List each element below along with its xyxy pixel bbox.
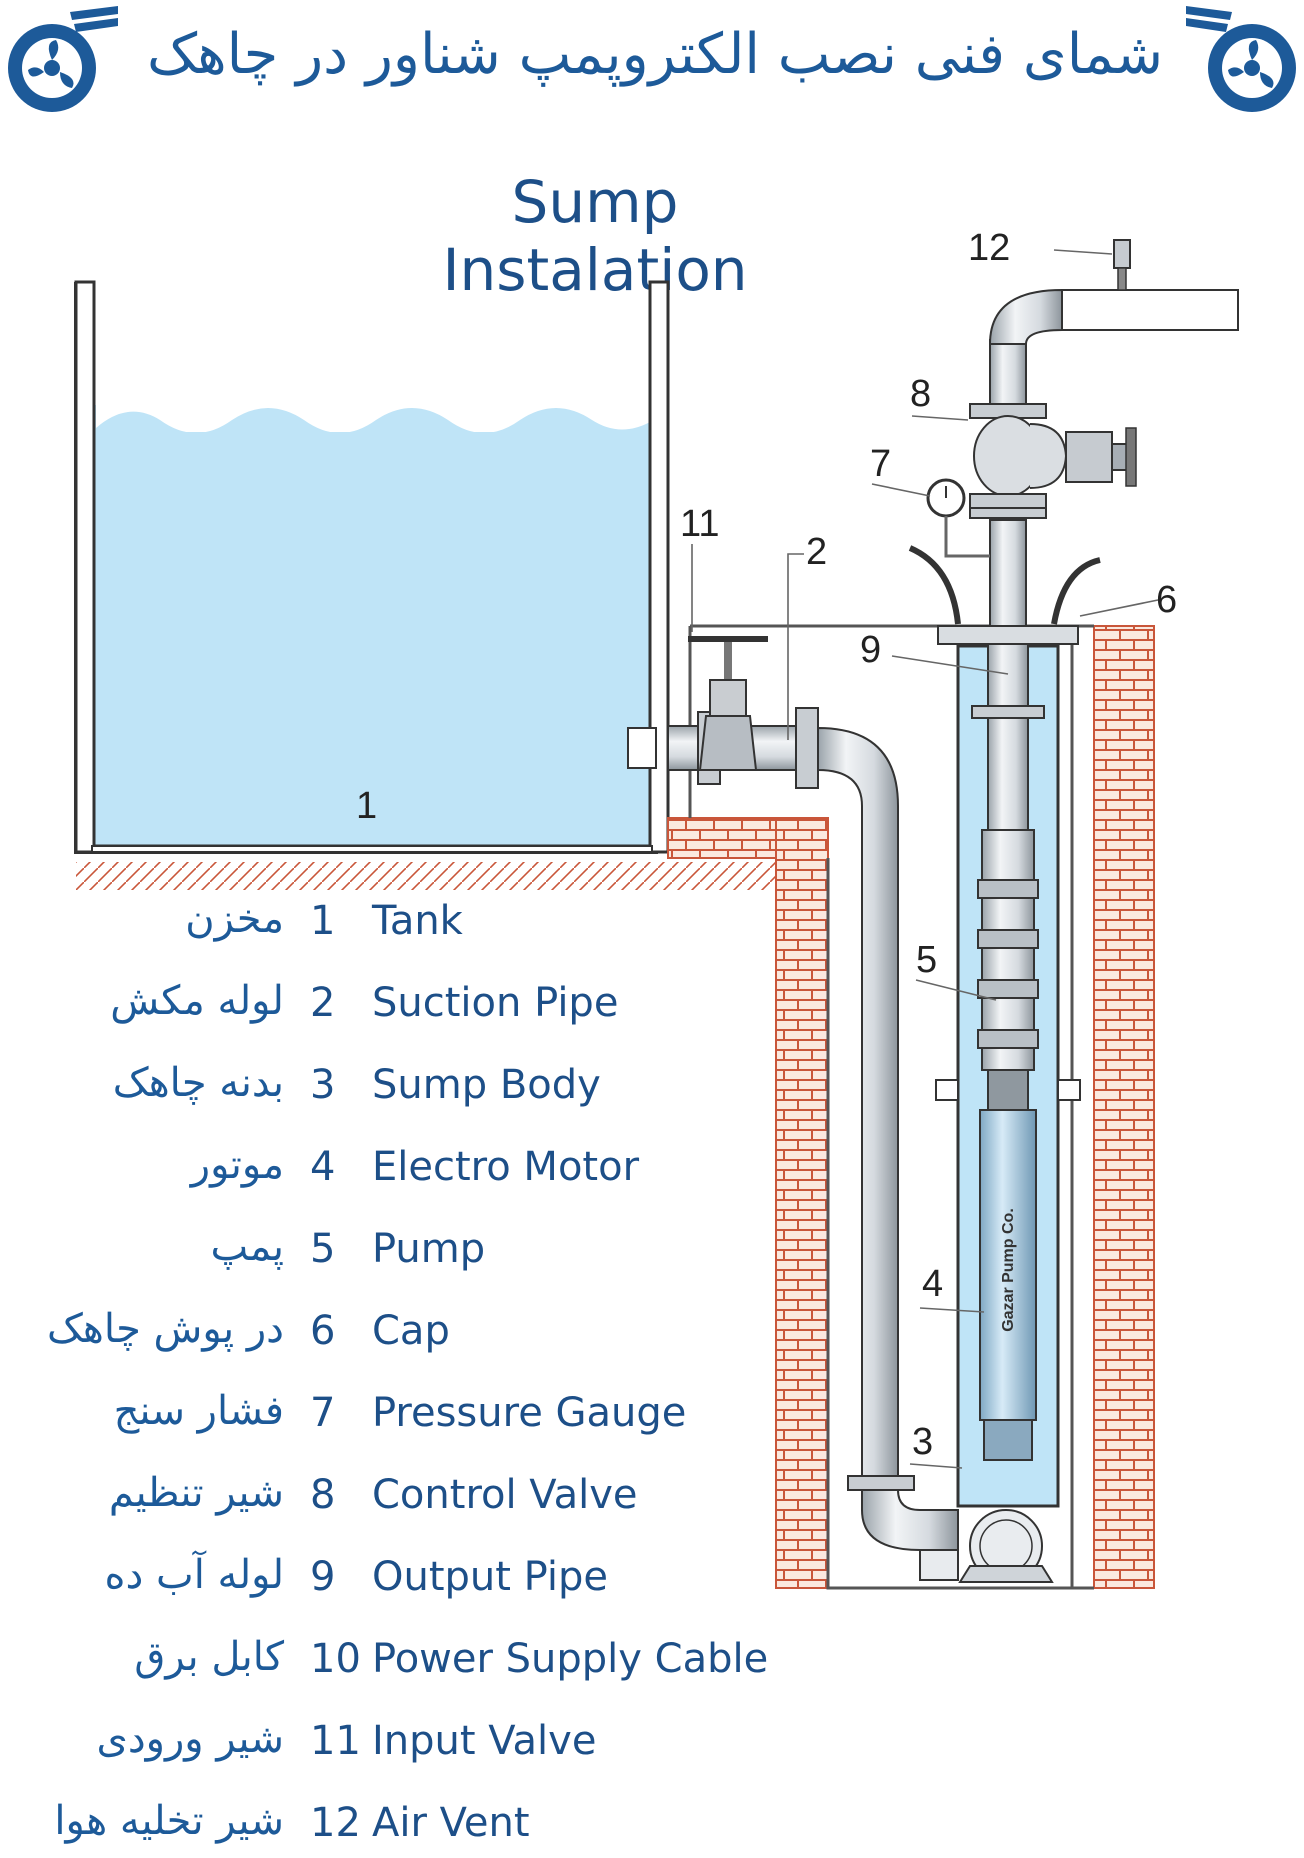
fan-logo-icon — [8, 6, 118, 112]
callout-4: 4 — [922, 1263, 943, 1305]
callout-7: 7 — [870, 443, 891, 485]
legend-label-fa: شیر ورودی — [96, 1716, 284, 1762]
legend-label-fa: کابل برق — [134, 1634, 284, 1680]
legend-item: شیر ورودی 11 Input Valve — [0, 1716, 780, 1776]
legend-label-fa: پمپ — [210, 1224, 284, 1270]
callout-6: 6 — [1156, 579, 1177, 621]
legend-item: مخزن 1 Tank — [0, 896, 780, 956]
legend-number: 5 — [310, 1226, 336, 1272]
power-cable-right — [1051, 557, 1101, 625]
callout-8: 8 — [910, 373, 931, 415]
legend-label-en: Input Valve — [372, 1718, 597, 1764]
ground-hatch — [76, 862, 776, 890]
pump — [977, 829, 1039, 1111]
sump-brick-walls — [667, 624, 1155, 1590]
legend-number: 8 — [310, 1472, 336, 1518]
legend-item: پمپ 5 Pump — [0, 1224, 780, 1284]
legend-item: شیر تنظیم 8 Control Valve — [0, 1470, 780, 1530]
legend-label-en: Sump Body — [372, 1062, 601, 1108]
legend-number: 3 — [310, 1062, 336, 1108]
callout-5: 5 — [916, 939, 937, 981]
legend-label-fa: لوله آب ده — [104, 1552, 284, 1598]
legend-label-en: Electro Motor — [372, 1144, 640, 1190]
motor-brand-label: Gazar Pump Co. — [1000, 1208, 1017, 1332]
page-title-english: Sump Instalation — [442, 168, 748, 304]
legend-number: 7 — [310, 1390, 336, 1436]
pressure-gauge — [926, 478, 990, 558]
callout-9: 9 — [860, 629, 881, 671]
legend-label-en: Suction Pipe — [372, 980, 619, 1026]
legend-label-fa: شیر تخلیه هوا — [54, 1798, 284, 1844]
legend-item: موتور 4 Electro Motor — [0, 1142, 780, 1202]
legend-number: 9 — [310, 1554, 336, 1600]
legend-item: بدنه چاهک 3 Sump Body — [0, 1060, 780, 1120]
legend-label-en: Cap — [372, 1308, 450, 1354]
outlet-elbow — [988, 288, 1239, 405]
legend-number: 11 — [310, 1718, 361, 1764]
legend-label-fa: در پوش چاهک — [47, 1306, 284, 1352]
legend-label-en: Output Pipe — [372, 1554, 609, 1600]
legend-number: 12 — [310, 1800, 361, 1846]
callout-1: 1 — [356, 785, 377, 827]
leader-lines — [691, 249, 1159, 1469]
legend-label-fa: فشار سنج — [113, 1388, 284, 1434]
legend-item: کابل برق 10 Power Supply Cable — [0, 1634, 780, 1694]
legend-label-fa: مخزن — [185, 896, 284, 942]
callout-2: 2 — [806, 531, 827, 573]
electro-motor: Gazar Pump Co. — [979, 1109, 1037, 1461]
legend-item: فشار سنج 7 Pressure Gauge — [0, 1388, 780, 1448]
legend-item: در پوش چاهک 6 Cap — [0, 1306, 780, 1366]
callout-12: 12 — [968, 227, 1010, 269]
legend-number: 10 — [310, 1636, 361, 1682]
input-valve — [688, 636, 768, 771]
discharge-riser — [969, 503, 1047, 627]
legend-label-fa: موتور — [190, 1142, 284, 1188]
legend-item: لوله آب ده 9 Output Pipe — [0, 1552, 780, 1612]
legend-item: لوله مکش 2 Suction Pipe — [0, 978, 780, 1038]
control-valve — [969, 403, 1137, 509]
legend-label-en: Control Valve — [372, 1472, 638, 1518]
legend-number: 4 — [310, 1144, 336, 1190]
legend-label-en: Pump — [372, 1226, 486, 1272]
legend-label-fa: بدنه چاهک — [112, 1060, 284, 1106]
fan-logo-icon — [1186, 6, 1296, 112]
legend-number: 1 — [310, 898, 336, 944]
legend-label-en: Pressure Gauge — [372, 1390, 687, 1436]
callout-3: 3 — [912, 1421, 933, 1463]
legend-label-en: Tank — [372, 898, 463, 944]
power-cable-left — [908, 545, 961, 625]
air-vent — [1113, 239, 1131, 291]
bottom-flange — [958, 1509, 1054, 1583]
callout-11: 11 — [680, 503, 719, 545]
legend-label-en: Air Vent — [372, 1800, 530, 1846]
legend-label-fa: لوله مکش — [110, 978, 284, 1024]
legend-number: 2 — [310, 980, 336, 1026]
legend-label-en: Power Supply Cable — [372, 1636, 769, 1682]
legend-label-fa: شیر تنظیم — [108, 1470, 284, 1516]
legend-item: شیر تخلیه هوا 12 Air Vent — [0, 1798, 780, 1858]
sump-cap — [937, 625, 1079, 645]
legend-number: 6 — [310, 1308, 336, 1354]
tank — [74, 280, 670, 854]
page-title-persian: شمای فنی نصب الکتروپمپ شناور در چاهک — [146, 22, 1164, 87]
callout-labels: 1 2 3 4 5 6 7 8 9 11 12 — [356, 227, 1177, 1463]
